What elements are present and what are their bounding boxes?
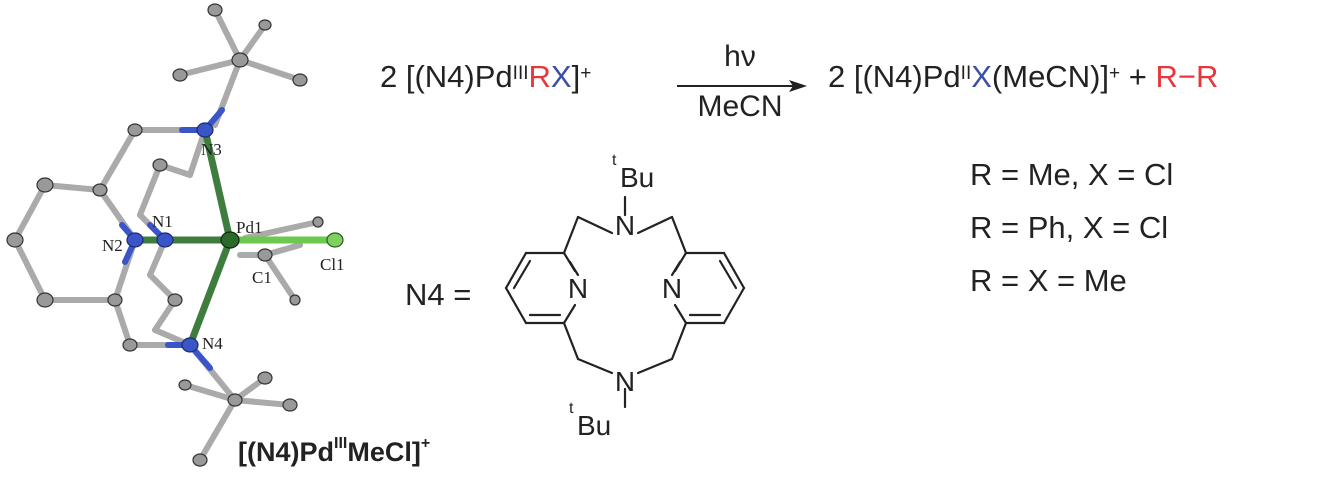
atoms (6, 3, 324, 467)
product-complex: 2 [(N4)PdIIX(MeCN)]+ + R−R (828, 59, 1219, 94)
tbu-top: Bu (620, 162, 654, 193)
atom-label-n1: N1 (152, 212, 173, 231)
structure-caption: [(N4)PdIIIMeCl]+ (238, 435, 431, 467)
definition-2: R = Ph, X = Cl (970, 210, 1169, 245)
atom-label-pd1: Pd1 (236, 218, 263, 237)
pyridine-n-left: N (568, 273, 588, 304)
definition-1: R = Me, X = Cl (970, 157, 1174, 192)
tbu-bottom: Bu (577, 410, 611, 441)
ligand-label: N4 = (405, 277, 472, 312)
amine-n-top: N (615, 210, 635, 241)
reaction-arrow (677, 80, 807, 92)
atom-label-n4: N4 (202, 334, 223, 353)
tbu-top-prefix: t (612, 152, 617, 169)
pd-atom (220, 231, 240, 249)
atom-label-n3: N3 (201, 140, 222, 159)
atom-label-n2: N2 (102, 236, 123, 255)
definition-3: R = X = Me (970, 263, 1127, 298)
cl-atom (326, 232, 344, 248)
reactant: 2 [(N4)PdIIIRX]+ (380, 59, 592, 94)
n-atoms (126, 122, 214, 353)
crystal-structure (6, 3, 344, 467)
palladium-bonds (131, 126, 234, 349)
amine-n-bottom: N (615, 366, 635, 397)
atom-label-cl1: Cl1 (320, 255, 345, 274)
condition-light: hν (724, 40, 756, 73)
atom-label-c1: C1 (252, 268, 272, 287)
condition-solvent: MeCN (697, 90, 783, 123)
tbu-bottom-prefix: t (569, 400, 574, 417)
pyridine-n-right: N (662, 273, 682, 304)
n4-ligand-structure: N N N N t Bu t Bu (504, 152, 746, 441)
